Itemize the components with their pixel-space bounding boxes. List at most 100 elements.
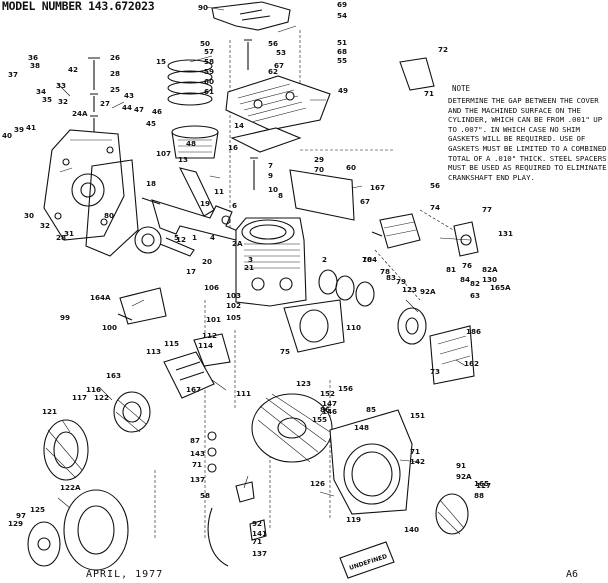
- fuel-line: [207, 431, 267, 567]
- part-number-label: 20: [202, 257, 212, 266]
- cover-gasket: [85, 159, 139, 257]
- starter-cup: [113, 391, 151, 433]
- part-number-label: 146: [322, 407, 337, 416]
- part-number-label: 2A: [232, 239, 243, 248]
- part-number-label: 60: [204, 77, 214, 86]
- part-number-label: 63: [470, 291, 480, 300]
- part-number-label: 140: [404, 525, 419, 534]
- part-number-label: 13: [178, 155, 188, 164]
- part-number-label: 84: [460, 275, 470, 284]
- part-number-label: 80: [104, 211, 114, 220]
- model-number-header: MODEL NUMBER 143.672023: [2, 0, 155, 13]
- carburetor: [163, 333, 231, 399]
- part-number-label: 47: [134, 105, 144, 114]
- part-number-label: 107: [156, 149, 171, 158]
- part-number-label: 77: [482, 205, 492, 214]
- part-number-label: 162: [464, 359, 479, 368]
- screws-center-column: [244, 39, 258, 190]
- decal-box: UNDEFINED: [339, 541, 395, 579]
- part-number-label: 5: [174, 233, 179, 242]
- part-number-label: 115: [164, 339, 179, 348]
- part-number-label: 61: [204, 87, 214, 96]
- part-number-label: 167: [186, 385, 201, 394]
- part-number-label: 41: [26, 123, 36, 132]
- part-number-label: 165A: [490, 283, 511, 292]
- crankcase-cover: [43, 129, 125, 241]
- part-number-label: 71: [252, 537, 262, 546]
- part-number-label: 186: [466, 327, 481, 336]
- part-number-label: 169: [0, 0, 15, 2]
- part-number-label: 122A: [60, 483, 81, 492]
- part-number-label: 82A: [482, 265, 498, 274]
- part-number-label: 28: [110, 69, 120, 78]
- part-number-label: 75: [280, 347, 290, 356]
- blower-housing-fins: [251, 393, 333, 463]
- part-number-label: 111: [236, 389, 251, 398]
- part-number-label: 48: [186, 139, 196, 148]
- part-number-label: 92A: [456, 472, 472, 481]
- part-number-label: 122: [94, 393, 109, 402]
- note-body: DETERMINE THE GAP BETWEEN THE COVER AND …: [448, 96, 607, 182]
- screen-guard: [435, 493, 469, 535]
- part-number-label: 58: [200, 491, 210, 500]
- part-number-label: 24A: [72, 109, 88, 118]
- magneto-parts: [397, 307, 427, 345]
- part-number-label: 147: [322, 399, 337, 408]
- part-number-label: 56: [430, 181, 440, 190]
- part-number-label: 97: [16, 511, 26, 520]
- part-number-label: 45: [146, 119, 156, 128]
- part-number-label: 2: [322, 255, 327, 264]
- part-number-label: 126: [310, 479, 325, 488]
- part-number-label: 165: [474, 479, 489, 488]
- part-number-label: 68: [337, 47, 347, 56]
- part-number-label: 37: [8, 70, 18, 79]
- part-number-label: 82: [470, 279, 480, 288]
- part-number-label: 67: [274, 61, 284, 70]
- piston-assembly: [171, 125, 219, 159]
- part-number-label: 21: [244, 263, 254, 272]
- part-number-label: 155: [312, 415, 327, 424]
- cylinder-head: [225, 75, 331, 131]
- head-gasket: [230, 127, 302, 153]
- part-number-label: 90: [198, 3, 208, 12]
- part-number-label: 4: [210, 233, 215, 242]
- part-number-label: 72: [438, 45, 448, 54]
- part-number-label: 79: [396, 277, 406, 286]
- part-number-label: 78: [362, 255, 372, 264]
- part-number-label: 88: [474, 491, 484, 500]
- part-number-label: 130: [482, 275, 497, 284]
- part-number-label: 6: [232, 201, 237, 210]
- part-number-label: 43: [124, 91, 134, 100]
- part-number-label: 73: [430, 367, 440, 376]
- part-number-label: 44: [122, 103, 132, 112]
- part-number-label: 100: [102, 323, 117, 332]
- part-number-label: 85: [366, 405, 376, 414]
- part-number-label: 141: [252, 529, 267, 538]
- part-number-label: 110: [346, 323, 361, 332]
- part-number-label: 38: [30, 61, 40, 70]
- part-number-label: 32: [40, 221, 50, 230]
- part-number-label: 123: [402, 285, 417, 294]
- ignition-coil: [371, 213, 421, 249]
- part-number-label: 33: [56, 81, 66, 90]
- part-number-label: 103: [226, 291, 241, 300]
- part-number-label: 19: [200, 199, 210, 208]
- part-number-label: 34: [36, 87, 46, 96]
- part-number-label: 127: [476, 481, 491, 490]
- part-number-label: 112: [202, 331, 217, 340]
- part-number-label: 91: [456, 461, 466, 470]
- part-number-label: 56: [268, 39, 278, 48]
- note-title: NOTE: [452, 84, 471, 93]
- starter-pulley: [429, 325, 475, 385]
- part-number-label: 18: [146, 179, 156, 188]
- camshaft-gear: [134, 226, 195, 257]
- part-number-label: 26: [110, 53, 120, 62]
- part-number-label: 152: [320, 389, 335, 398]
- o-ring-stack: [167, 59, 213, 106]
- flywheel-small: [43, 419, 89, 481]
- part-number-label: 137: [252, 549, 267, 558]
- part-number-label: 99: [60, 313, 70, 322]
- part-number-label: 40: [2, 131, 12, 140]
- part-number-label: 1: [192, 233, 197, 242]
- part-number-label: 156: [338, 384, 353, 393]
